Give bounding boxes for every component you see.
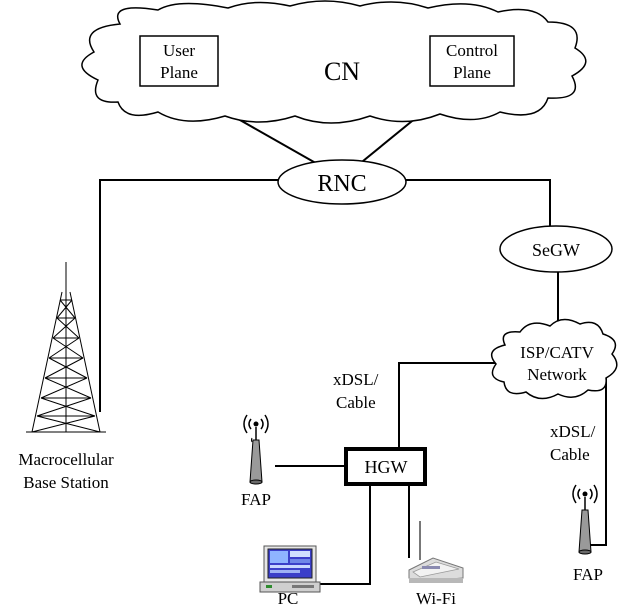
hgw-label: HGW	[365, 457, 408, 477]
fap-left-label: FAP	[241, 490, 271, 509]
isp-cloud-shape	[490, 318, 618, 400]
pc-icon	[259, 545, 321, 593]
segw-node: SeGW	[499, 225, 613, 273]
xdsl-right-line1: xDSL/	[550, 422, 596, 441]
macro-label-line2: Base Station	[23, 473, 109, 492]
segw-ellipse	[499, 225, 613, 273]
isp-cloud: ISP/CATV Network	[490, 318, 618, 400]
link-isp-fap-right	[590, 375, 607, 546]
wifi-label: Wi-Fi	[416, 589, 456, 606]
wifi-router-icon	[408, 521, 464, 583]
isp-label-line1: ISP/CATV	[520, 343, 594, 362]
cn-label: CN	[324, 57, 360, 86]
link-isp-hgw	[398, 362, 497, 453]
link-rnc-macro	[99, 179, 278, 412]
rnc-label: RNC	[317, 171, 366, 197]
fap-right-icon	[572, 484, 598, 555]
control-plane-rect	[429, 35, 515, 87]
hgw-rect	[344, 447, 427, 486]
hgw-node: HGW	[344, 447, 427, 486]
user-plane-rect	[139, 35, 219, 87]
xdsl-left-line1: xDSL/	[333, 370, 379, 389]
xdsl-left-line2: Cable	[336, 393, 376, 412]
xdsl-right-line2: Cable	[550, 445, 590, 464]
link-hgw-pc	[320, 484, 371, 585]
pc-label: PC	[278, 589, 299, 606]
isp-label-line2: Network	[527, 365, 587, 384]
control-plane-label-line2: Plane	[453, 63, 491, 82]
macro-tower-icon	[26, 262, 106, 433]
cn-cloud-shape	[81, 0, 587, 124]
rnc-node: RNC	[277, 159, 407, 205]
user-plane-label-line2: Plane	[160, 63, 198, 82]
control-plane-box: Control Plane	[429, 35, 515, 87]
segw-label: SeGW	[532, 240, 580, 260]
fap-right-label: FAP	[573, 565, 603, 584]
control-plane-label-line1: Control	[446, 41, 498, 60]
user-plane-box: User Plane	[139, 35, 219, 87]
rnc-ellipse	[277, 159, 407, 205]
user-plane-label-line1: User	[163, 41, 195, 60]
fap-left-icon	[243, 414, 269, 485]
cn-cloud: CN	[81, 0, 587, 124]
macro-label-line1: Macrocellular	[18, 450, 114, 469]
link-rnc-segw	[405, 179, 551, 227]
